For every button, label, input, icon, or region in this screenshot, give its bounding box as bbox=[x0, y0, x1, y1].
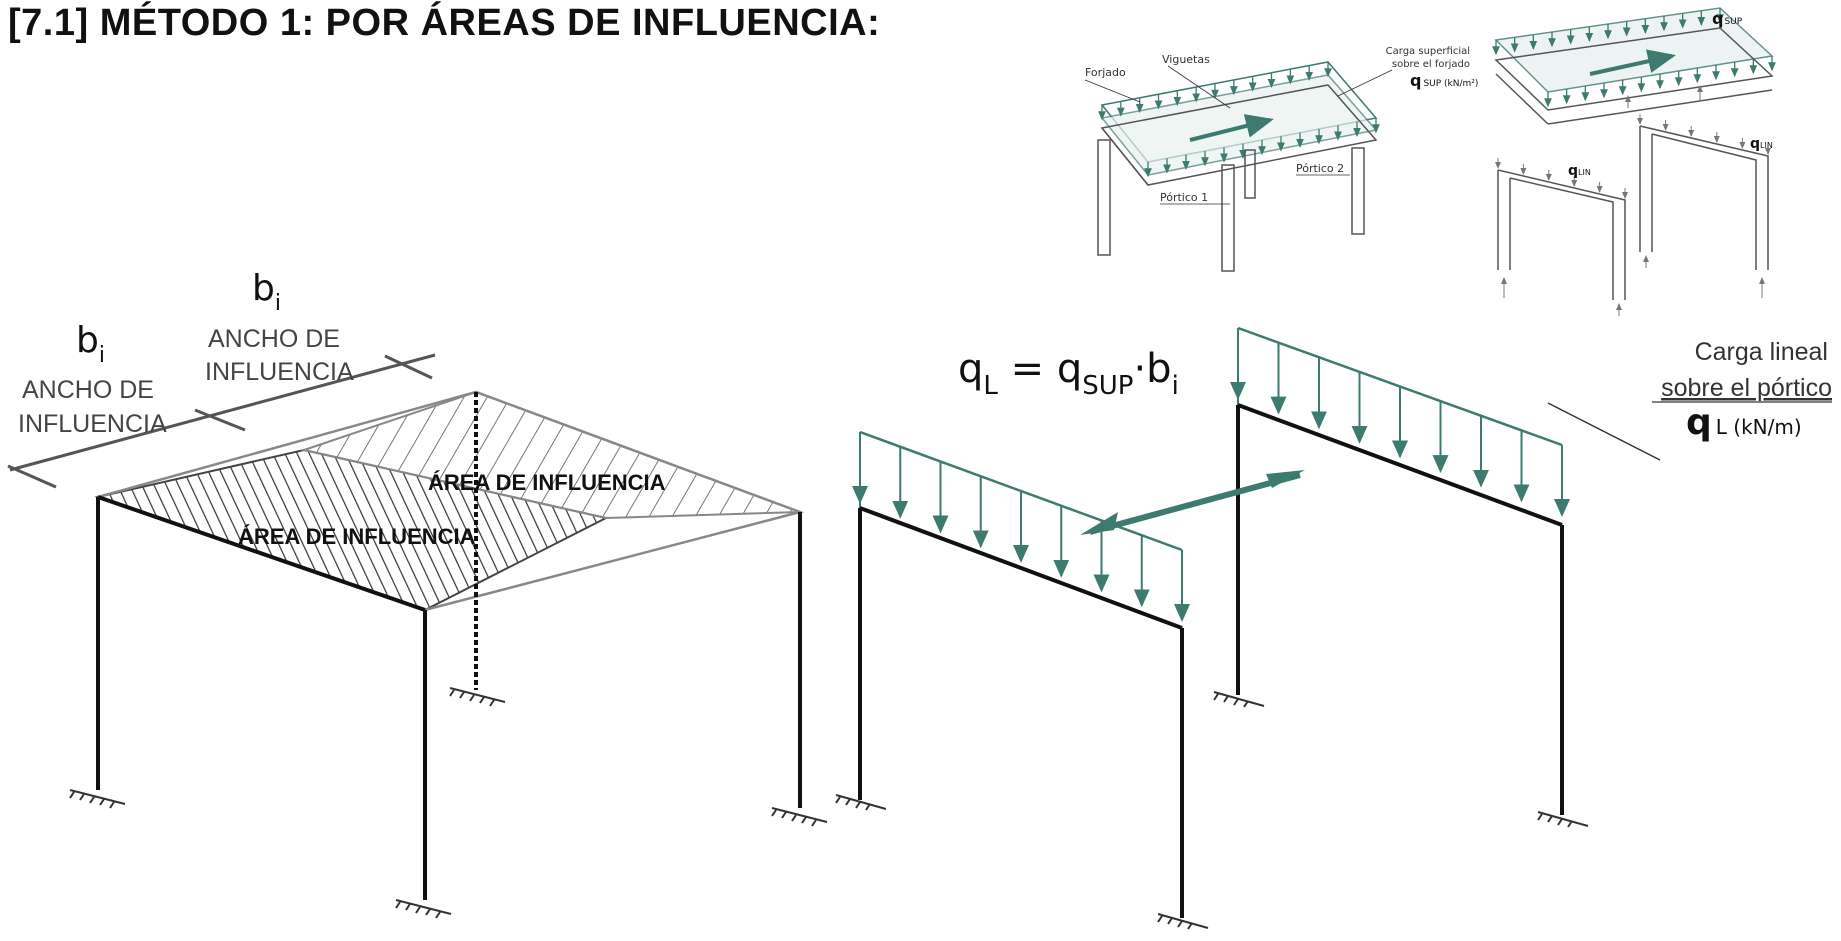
inset-q-sup-2: qSUP bbox=[1712, 9, 1743, 28]
support-icons-back bbox=[1213, 691, 1589, 828]
area-label-front: ÁREA DE INFLUENCIA bbox=[238, 524, 476, 549]
width-label-top-2: INFLUENCIA bbox=[205, 358, 354, 386]
formula: qL = qSUP·bi bbox=[958, 346, 1179, 401]
page-title: [7.1] MÉTODO 1: POR ÁREAS DE INFLUENCIA: bbox=[8, 2, 881, 44]
load-arrows-front bbox=[852, 432, 1190, 622]
load-arrows-back bbox=[1230, 328, 1570, 517]
width-label-top-1: ANCHO DE bbox=[208, 325, 340, 353]
width-label-left-2: INFLUENCIA bbox=[18, 410, 167, 438]
inset-label-carga-2: sobre el forjado bbox=[1392, 59, 1470, 70]
b-label-top: bi bbox=[252, 268, 281, 316]
area-label-back: ÁREA DE INFLUENCIA bbox=[428, 470, 666, 495]
inset-label-portico2: Pórtico 2 bbox=[1296, 162, 1344, 175]
inset-q-lin-2: qLIN bbox=[1750, 136, 1773, 152]
label-leader bbox=[1547, 402, 1661, 461]
linear-load-label-1: Carga lineal bbox=[1695, 338, 1828, 366]
frame-front bbox=[835, 430, 1209, 930]
reaction-arrows bbox=[1501, 85, 1765, 316]
inset-label-forjado: Forjado bbox=[1085, 66, 1126, 79]
support-icons-front bbox=[835, 794, 1209, 930]
beam-front bbox=[97, 495, 426, 612]
inset-slab-diagram: Forjado Viguetas Carga superficial sobre… bbox=[1084, 46, 1478, 272]
beam-back-frame bbox=[1237, 403, 1563, 527]
b-label-left: bi bbox=[76, 320, 105, 368]
inset-label-carga-1: Carga superficial bbox=[1386, 46, 1470, 57]
left-3d-frame: ÁREA DE INFLUENCIA ÁREA DE INFLUENCIA bi… bbox=[7, 268, 828, 919]
inset-q-lin-1: qLIN bbox=[1568, 163, 1591, 179]
beam-front-frame bbox=[859, 506, 1183, 630]
inset-label-portico1: Pórtico 1 bbox=[1160, 191, 1208, 204]
support-icons bbox=[69, 687, 828, 919]
linear-load-label-2: sobre el pórtico bbox=[1661, 374, 1832, 402]
inset-label-viguetas: Viguetas bbox=[1162, 53, 1210, 66]
dimension-line-1 bbox=[9, 353, 436, 472]
inset-frames-diagram: qSUP qLIN qLIN bbox=[1492, 7, 1776, 316]
width-label-left-1: ANCHO DE bbox=[22, 376, 154, 404]
transfer-double-arrow bbox=[1080, 470, 1305, 535]
